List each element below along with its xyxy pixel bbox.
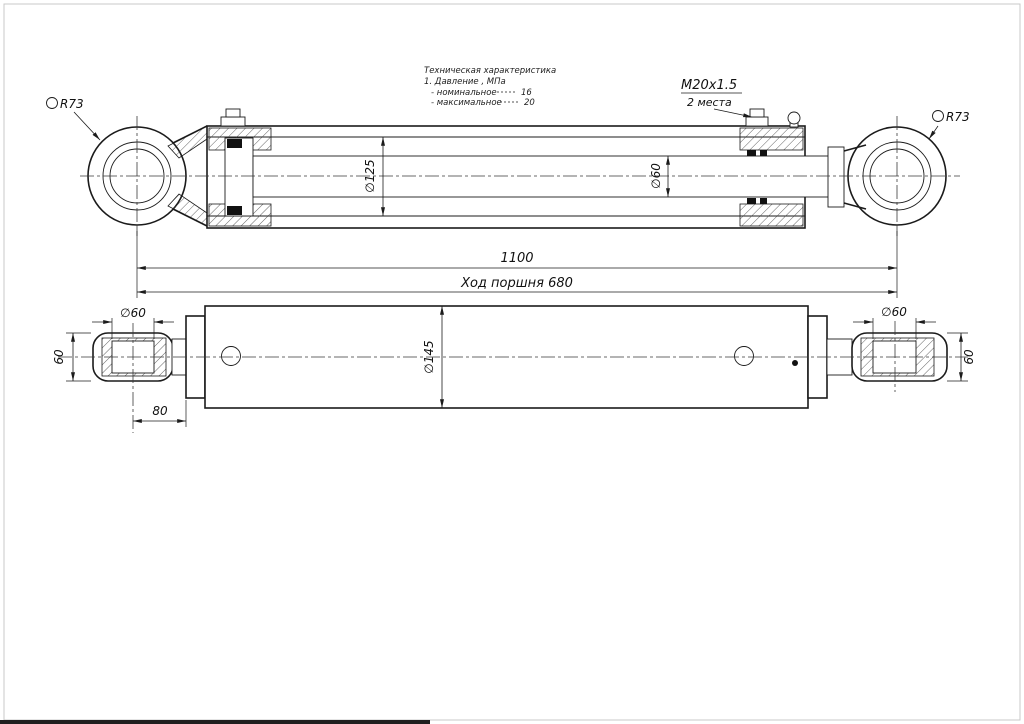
tech-spec-title: Техническая характеристика bbox=[424, 66, 556, 76]
grease-nipple bbox=[787, 111, 801, 128]
thread-places-text: 2 места bbox=[687, 96, 732, 109]
bore-diameter-dim: ∅125 bbox=[363, 137, 386, 216]
thread-callout: M20x1.5 2 места bbox=[681, 78, 753, 118]
piston-rod bbox=[252, 155, 833, 198]
rear-port-plug bbox=[220, 108, 246, 127]
sheet-edge-mark bbox=[0, 720, 430, 724]
right-eye-radius-text: R73 bbox=[946, 110, 970, 124]
bottom-left-eye-dia-dim: ∅60 bbox=[92, 306, 174, 339]
bottom-view-dimensions: ∅60 60 80 ∅145 ∅60 bbox=[52, 305, 976, 427]
bottom-view-centerlines bbox=[58, 321, 968, 433]
right-eye-radius-label: R73 bbox=[928, 110, 970, 140]
piston bbox=[224, 137, 254, 217]
sheet-frame bbox=[3, 3, 1021, 721]
left-eye-radius-label: R73 bbox=[46, 97, 101, 141]
body-dia-dim: ∅145 bbox=[422, 306, 445, 408]
top-view bbox=[80, 108, 960, 236]
thread-label-text: M20x1.5 bbox=[681, 78, 737, 93]
front-port-hole bbox=[734, 346, 754, 366]
front-port-plug bbox=[745, 108, 769, 127]
stroke-label-text: Ход поршня 680 bbox=[460, 276, 573, 291]
eye-offset-text: 80 bbox=[152, 404, 168, 418]
bottom-left-eye-dia-text: ∅60 bbox=[120, 306, 146, 320]
sphere-symbol-icon bbox=[932, 110, 944, 122]
rear-port-hole bbox=[221, 346, 241, 366]
stroke-dim: Ход поршня 680 bbox=[137, 276, 897, 295]
grease-point bbox=[792, 360, 798, 366]
eye-offset-dim: 80 bbox=[133, 400, 187, 427]
bore-diameter-text: ∅125 bbox=[363, 159, 377, 192]
bottom-right-eye-width-dim: 60 bbox=[947, 332, 976, 382]
rod-gland-section bbox=[739, 108, 804, 227]
tech-spec-nominal-label: - номинальное bbox=[431, 88, 497, 98]
top-view-dimensions: R73 R73 ∅125 ∅60 M20x1.5 2 места bbox=[46, 66, 970, 298]
tech-spec-block: Техническая характеристика 1. Давление ,… bbox=[424, 66, 556, 108]
bottom-view bbox=[58, 305, 968, 433]
bottom-right-eye-dia-dim: ∅60 bbox=[853, 305, 936, 339]
tech-spec-max-label: - максимальное bbox=[431, 98, 502, 108]
rod-diameter-text: ∅60 bbox=[649, 163, 663, 189]
bottom-right-eye-dia-text: ∅60 bbox=[881, 305, 907, 319]
bottom-left-eye-width-text: 60 bbox=[52, 349, 66, 365]
overall-length-dim: 1100 bbox=[136, 228, 898, 298]
overall-length-text: 1100 bbox=[500, 251, 533, 266]
left-eye-radius-text: R73 bbox=[60, 97, 84, 111]
bottom-right-eye-width-text: 60 bbox=[962, 349, 976, 365]
tech-spec-item1: 1. Давление , МПа bbox=[424, 77, 506, 87]
body-dia-text: ∅145 bbox=[422, 340, 436, 373]
tech-spec-nominal-value: 16 bbox=[521, 88, 532, 98]
top-view-centerlines bbox=[80, 116, 960, 236]
sphere-symbol-icon bbox=[46, 97, 58, 109]
bottom-left-eye-width-dim: 60 bbox=[52, 332, 91, 382]
rod-diameter-dim: ∅60 bbox=[649, 156, 671, 197]
tech-spec-max-value: 20 bbox=[524, 98, 535, 108]
